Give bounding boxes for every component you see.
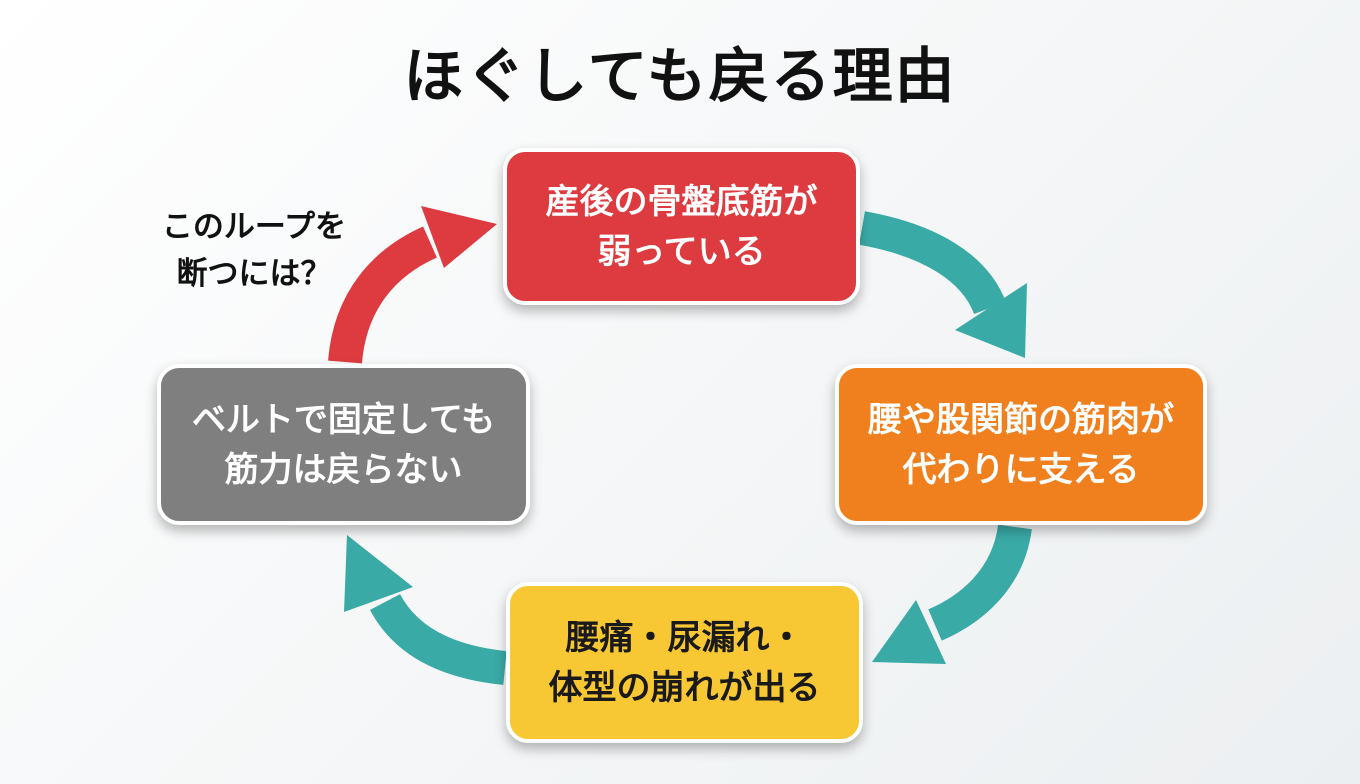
arrow-top-to-right-head bbox=[955, 283, 1027, 358]
node-left-line2: 筋力は戻らない bbox=[224, 449, 463, 490]
node-bottom-line2: 体型の崩れが出る bbox=[548, 667, 821, 708]
arrow-bottom-to-left bbox=[369, 593, 507, 685]
arrow-top-to-right bbox=[858, 211, 1006, 315]
arrow-left-to-top-head bbox=[421, 206, 497, 268]
loop-note-line1: このループを bbox=[161, 209, 347, 245]
arrow-left-to-top bbox=[328, 226, 438, 364]
cycle-node-belt-no-strength: ベルトで固定しても 筋力は戻らない bbox=[157, 364, 530, 525]
arrow-right-to-bottom bbox=[927, 524, 1032, 641]
loop-break-question: このループを 断つには？ bbox=[124, 204, 384, 298]
node-top-line2: 弱っている bbox=[597, 231, 766, 272]
arrow-bottom-to-left-head bbox=[344, 535, 413, 612]
cycle-node-compensating-muscles: 腰や股関節の筋肉が 代わりに支える bbox=[835, 364, 1207, 525]
node-bottom-line1: 腰痛・尿漏れ・ bbox=[565, 617, 804, 658]
cycle-node-pelvic-floor-weak: 産後の骨盤底筋が 弱っている bbox=[503, 148, 860, 305]
node-right-line2: 代わりに支える bbox=[902, 449, 1140, 490]
node-left-line1: ベルトで固定しても bbox=[191, 399, 496, 440]
page-title: ほぐしても戻る理由 bbox=[403, 42, 957, 112]
cycle-node-symptoms: 腰痛・尿漏れ・ 体型の崩れが出る bbox=[506, 582, 863, 743]
node-top-line1: 産後の骨盤底筋が bbox=[545, 181, 818, 222]
arrow-right-to-bottom-head bbox=[872, 600, 946, 664]
loop-note-line2: 断つには？ bbox=[176, 256, 332, 292]
node-right-line1: 腰や股関節の筋肉が bbox=[868, 399, 1174, 440]
